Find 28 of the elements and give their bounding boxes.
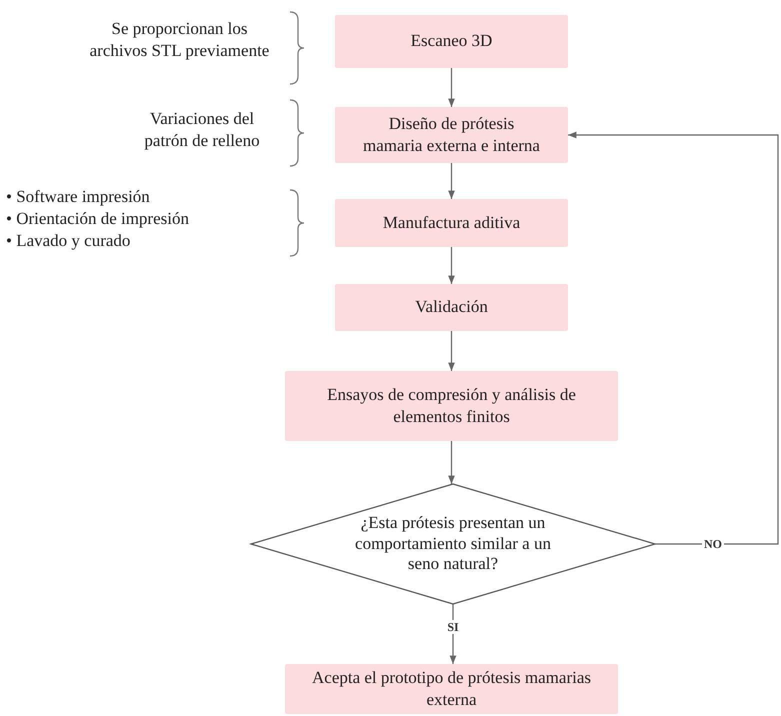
arrow [568, 132, 779, 545]
arrow [448, 163, 455, 199]
side-note: Se proporcionan los archivos STL previamente [88, 18, 270, 62]
step-label: Acepta el prototipo de prótesis mamarias externa [311, 666, 592, 711]
edge-label: NO [702, 537, 724, 551]
process-box [335, 199, 568, 247]
bullet-item: • Lavado y curado [6, 230, 132, 252]
decision-question: ¿Esta prótesis presentan un comportamiento similar a un seno natural? [354, 513, 552, 575]
process-box [285, 664, 618, 714]
side-note: Variaciones del patrón de relleno [143, 108, 261, 152]
decision-diamond [251, 484, 655, 604]
arrow [448, 441, 455, 484]
arrow [448, 247, 455, 284]
process-box [285, 371, 618, 441]
edge-label: SI [445, 620, 461, 634]
bullet-item: • Software impresión [6, 186, 151, 208]
process-box [335, 15, 568, 68]
process-box [335, 107, 568, 163]
bullet-item: • Orientación de impresión [6, 208, 190, 230]
step-label: Ensayos de compresión y análisis de elementos finitos [326, 384, 577, 428]
step-label: Validación [415, 296, 488, 318]
arrow [448, 331, 455, 371]
step-label: Manufactura aditiva [382, 212, 520, 234]
step-label: Diseño de prótesis mamaria externa e interna [362, 112, 541, 157]
step-label: Escaneo 3D [410, 30, 492, 52]
arrow [448, 68, 455, 107]
arrow [450, 604, 456, 664]
process-box [335, 284, 568, 331]
